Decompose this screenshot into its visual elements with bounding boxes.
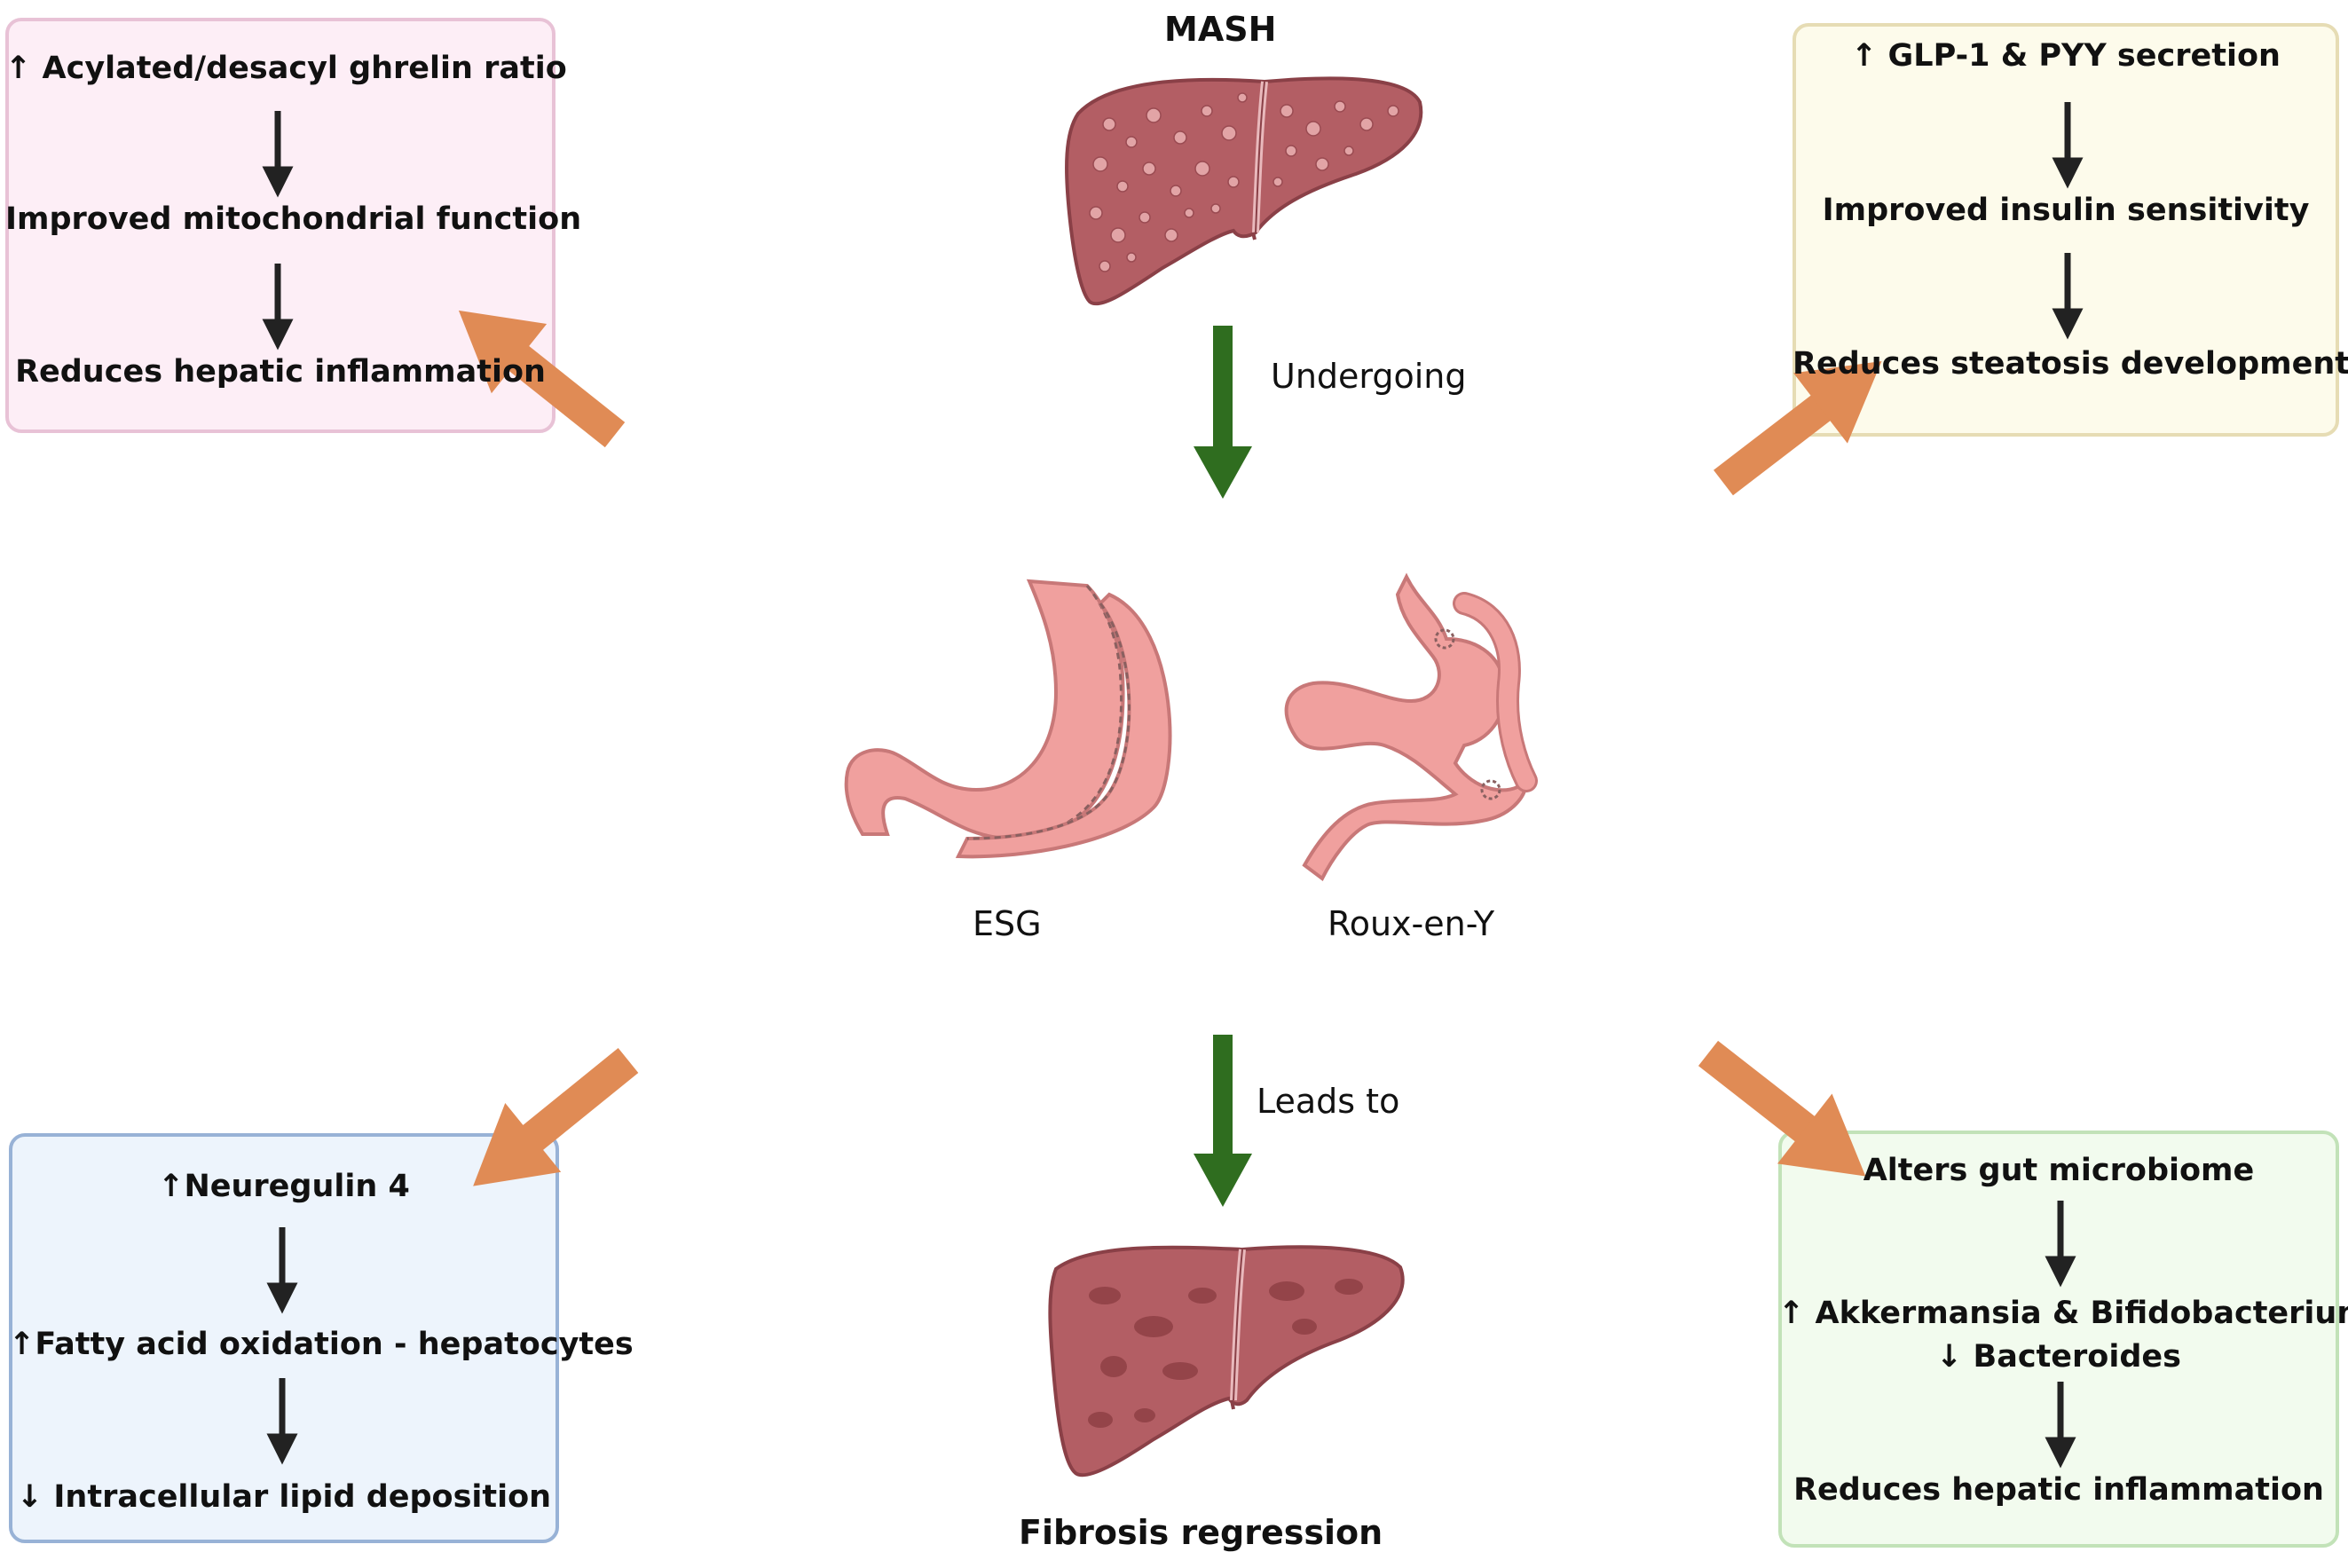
bottom-label: Fibrosis regression [1019, 1513, 1383, 1552]
br-line3: Reduces hepatic inflammation [1793, 1472, 2324, 1508]
orange-arrow-bottom-right [1698, 1040, 1866, 1177]
leads-to-label: Leads to [1257, 1082, 1400, 1121]
roux-en-y-stomach-icon [1284, 572, 1538, 882]
esg-stomach-icon [844, 579, 1172, 859]
orange-arrow-top-right [1714, 361, 1882, 496]
roux-en-y-label: Roux-en-Y [1328, 904, 1495, 943]
undergoing-label: Undergoing [1271, 357, 1467, 396]
tr-line1: ↑ GLP-1 & PYY secretion [1851, 38, 2281, 74]
bl-line3: ↓ Intracellular lipid deposition [16, 1479, 552, 1515]
tr-line2: Improved insulin sensitivity [1822, 193, 2310, 228]
orange-arrow-bottom-left [473, 1048, 639, 1186]
fatty-liver-icon [1065, 76, 1423, 306]
box-top-left [5, 18, 555, 433]
top-label: MASH [1164, 10, 1277, 49]
orange-arrow-top-left [458, 310, 626, 448]
br-line1: Alters gut microbiome [1863, 1153, 2255, 1188]
box-bottom-right [1778, 1131, 2339, 1548]
regressed-liver-icon [1048, 1245, 1405, 1477]
green-arrow-undergoing [1194, 326, 1252, 499]
tl-line1: ↑ Acylated/desacyl ghrelin ratio [5, 51, 567, 86]
box-top-right [1793, 23, 2339, 437]
tr-line3: Reduces steatosis development [1793, 346, 2348, 382]
br-line2b: ↓ Bacteroides [1936, 1339, 2181, 1375]
br-line2a: ↑ Akkermansia & Bifidobacterium [1778, 1296, 2348, 1331]
tl-line3: Reduces hepatic inflammation [15, 354, 546, 390]
box-bottom-left [9, 1133, 559, 1543]
green-arrow-leads-to [1194, 1035, 1252, 1207]
tl-line2: Improved mitochondrial function [5, 201, 582, 237]
esg-label: ESG [973, 904, 1042, 943]
bl-line2: ↑Fatty acid oxidation - hepatocytes [9, 1327, 634, 1362]
bl-line1: ↑Neuregulin 4 [158, 1169, 410, 1204]
